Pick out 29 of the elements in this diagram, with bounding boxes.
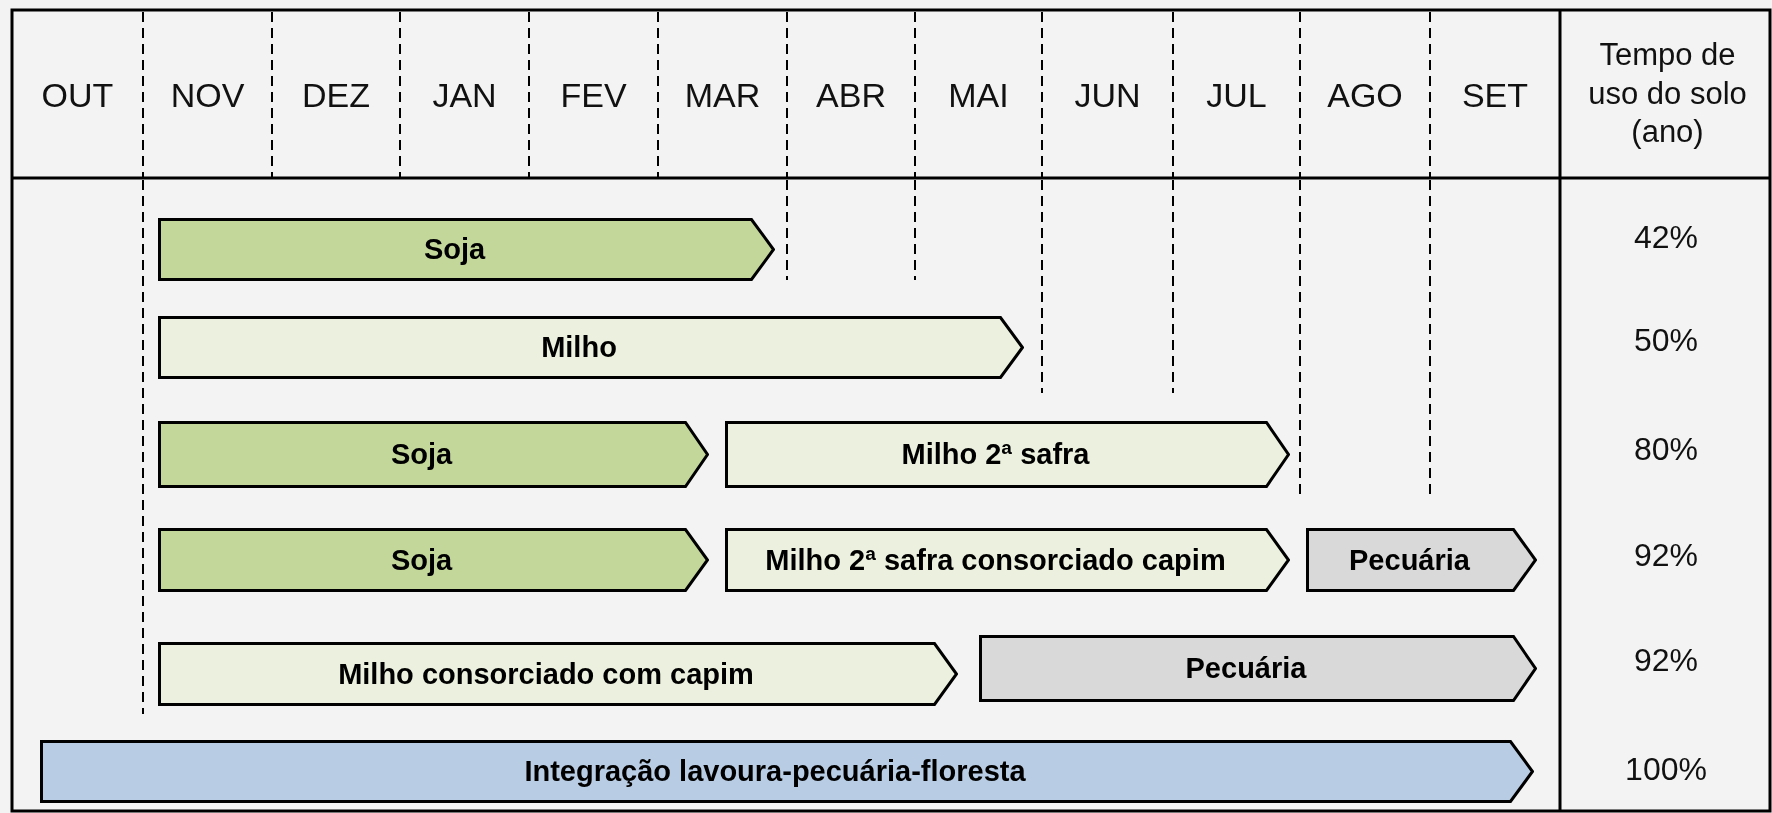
percentage-value: 42% bbox=[1632, 217, 1699, 257]
crop-period-bar: Integração lavoura-pecuária-floresta bbox=[40, 740, 1534, 803]
month-header: OUT bbox=[40, 74, 115, 116]
crop-period-bar: Soja bbox=[158, 218, 775, 281]
percentage-value: 92% bbox=[1632, 640, 1699, 680]
crop-period-bar: Pecuária bbox=[979, 635, 1537, 702]
crop-period-bar: Pecuária bbox=[1306, 528, 1537, 592]
percentage-value: 100% bbox=[1624, 749, 1708, 789]
month-header: FEV bbox=[559, 74, 628, 116]
month-header: SET bbox=[1460, 74, 1530, 116]
crop-period-bar: Milho consorciado com capim bbox=[158, 642, 958, 706]
crop-period-bar: Soja bbox=[158, 528, 709, 592]
month-header: DEZ bbox=[301, 74, 371, 116]
column-header: Tempo de uso do solo (ano) bbox=[1587, 35, 1748, 152]
month-header: MAR bbox=[683, 74, 762, 116]
month-header: AGO bbox=[1326, 74, 1404, 116]
percentage-value: 92% bbox=[1632, 535, 1699, 575]
month-header: MAI bbox=[947, 74, 1010, 116]
month-header: JAN bbox=[431, 74, 498, 116]
month-header: NOV bbox=[169, 74, 246, 116]
month-header: JUL bbox=[1205, 74, 1268, 116]
percentage-value: 50% bbox=[1632, 320, 1699, 360]
crop-period-bar: Soja bbox=[158, 421, 709, 488]
crop-period-bar: Milho bbox=[158, 316, 1024, 379]
month-header: JUN bbox=[1073, 74, 1142, 116]
month-header: ABR bbox=[815, 74, 887, 116]
crop-period-bar: Milho 2ª safra bbox=[725, 421, 1290, 488]
percentage-value: 80% bbox=[1632, 429, 1699, 469]
crop-period-bar: Milho 2ª safra consorciado capim bbox=[725, 528, 1290, 592]
